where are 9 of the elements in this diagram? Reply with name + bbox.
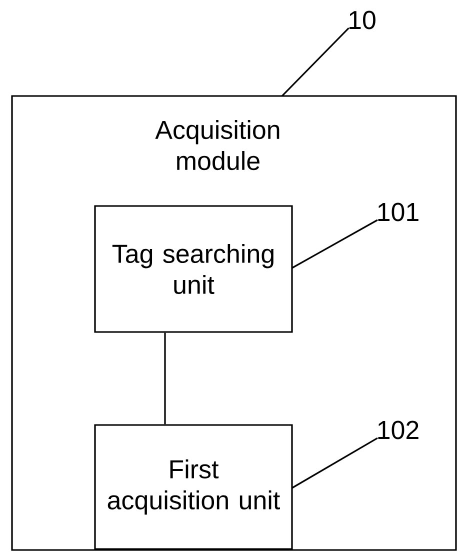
reference-number: 102	[378, 420, 418, 440]
unit-box: First acquisition unit	[94, 424, 293, 550]
connector-line	[164, 332, 166, 424]
reference-number: 101	[378, 202, 418, 222]
leader-line	[292, 219, 378, 269]
reference-number: 10	[350, 10, 376, 30]
leader-line	[292, 437, 378, 489]
unit-box: Tag searching unit	[94, 205, 293, 333]
leader-line	[281, 27, 350, 97]
